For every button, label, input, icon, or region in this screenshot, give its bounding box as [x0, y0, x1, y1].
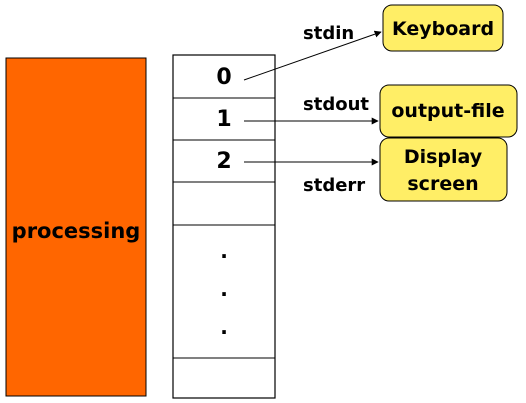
ellipsis-dot: .: [220, 239, 228, 263]
fd-2-label: 2: [216, 149, 231, 174]
stdout-label: stdout: [303, 94, 369, 115]
fd-0-label: 0: [216, 65, 231, 90]
ellipsis-dot: .: [220, 277, 228, 301]
stdin-label: stdin: [303, 23, 354, 44]
fd-table: 0 1 2 . . .: [172, 54, 276, 399]
ellipsis-dot: .: [220, 315, 228, 339]
fd-table-frame: [172, 54, 276, 399]
fd-1-label: 1: [216, 107, 231, 132]
keyboard-label: Keyboard: [392, 18, 494, 40]
output-file-label: output-file: [391, 100, 504, 122]
display-label-line1: Display: [404, 146, 483, 168]
processing-block: [5, 57, 147, 397]
output-file-box: [379, 84, 518, 138]
stdin-arrow: [243, 30, 382, 81]
stderr-label: stderr: [303, 175, 365, 196]
display-screen-box: [379, 137, 508, 202]
display-label-line2: screen: [407, 173, 478, 195]
keyboard-box: [382, 4, 504, 52]
processing-label: processing: [12, 219, 141, 243]
